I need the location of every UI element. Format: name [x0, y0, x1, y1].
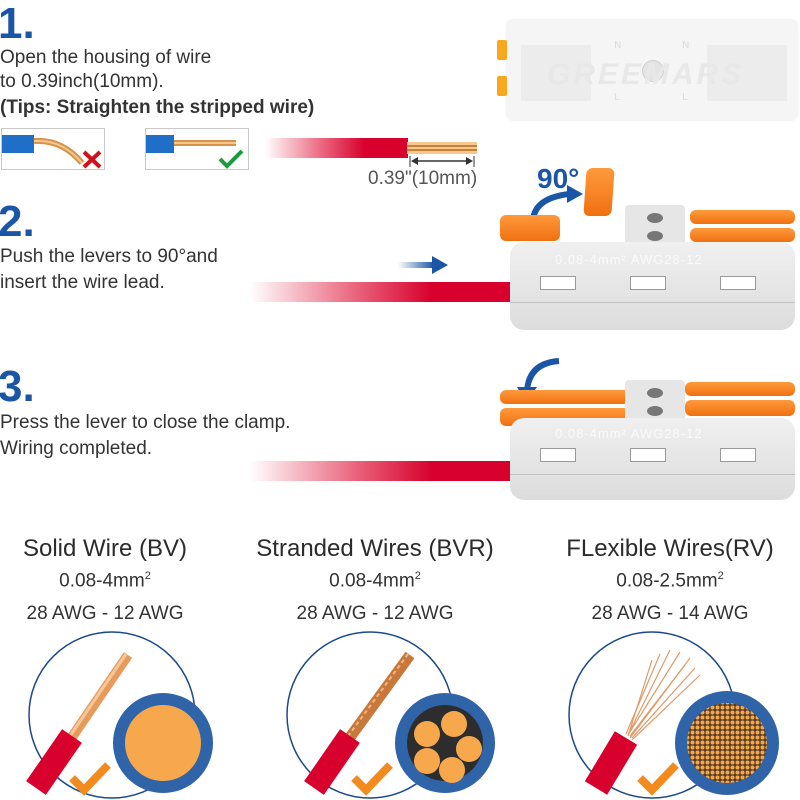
- area-superscript: 2: [717, 570, 724, 582]
- housing-panel-right: [707, 45, 787, 101]
- step-1-line-1: Open the housing of wire: [0, 47, 212, 68]
- straight-wire-example: [145, 128, 249, 170]
- wire-insulation: [265, 138, 408, 158]
- step-2-line-1: Push the levers to 90°and: [0, 246, 218, 267]
- lever-right-top: [690, 210, 795, 224]
- wire-type-awg: 28 AWG - 12 AWG: [26, 603, 184, 624]
- raised-lever: [583, 168, 615, 216]
- wire-type-area: 0.08-4mm2: [225, 570, 525, 592]
- area-value: 0.08-4mm: [59, 570, 145, 592]
- lever-tab: [497, 40, 507, 60]
- step-1-line-2: to 0.39inch(10mm).: [0, 71, 164, 92]
- center-hole: [642, 60, 664, 82]
- lever-right-bottom: [690, 228, 795, 242]
- wire-type-title: Solid Wire (BV): [22, 535, 188, 562]
- step-3-number: 3.: [0, 362, 35, 411]
- center-block: [625, 380, 685, 425]
- wire-type-title: Stranded Wires (BVR): [256, 535, 494, 562]
- housing-mark-l: L: [682, 92, 688, 103]
- check-icon: [218, 149, 244, 169]
- lever-right-bottom: [685, 400, 795, 416]
- connector-body: 0.08-4mm² AWG28-12: [510, 418, 795, 500]
- cross-icon: [82, 150, 102, 169]
- strip-length-label: 0.39"(10mm): [368, 168, 478, 189]
- housing-mark-n: N: [682, 40, 690, 51]
- wire-type-awg: 28 AWG - 14 AWG: [591, 603, 749, 624]
- lever-left-top: [500, 390, 630, 404]
- flexible-wire-illustration: [568, 631, 779, 799]
- area-value: 0.08-4mm: [329, 570, 415, 592]
- wire-type-area: 0.08-2.5mm2: [540, 570, 800, 592]
- connector-body: 0.08-4mm² AWG28-12: [510, 242, 795, 330]
- step-2-wire: [250, 282, 510, 302]
- housing-panel-left: [521, 45, 591, 101]
- bent-wire-example: [1, 128, 105, 170]
- step-1-number: 1.: [0, 0, 35, 48]
- step-3-line-2: Wiring completed.: [0, 438, 153, 459]
- brand-watermark: GREEMARS: [547, 58, 745, 91]
- step-1-tip: (Tips: Straighten the stripped wire): [0, 97, 315, 118]
- housing-mark-n: N: [614, 40, 622, 51]
- check-icon: [351, 762, 393, 796]
- stripped-copper-with-dimension: [407, 142, 477, 167]
- connector-top-view: GREEMARS N N L L: [497, 20, 797, 120]
- housing-mark-l: L: [614, 92, 620, 103]
- step-3-wire: [250, 461, 510, 481]
- solid-wire-illustration: [26, 631, 213, 799]
- lever-tab: [497, 76, 507, 96]
- check-icon: [69, 762, 111, 796]
- straight-wire-illustration: [146, 135, 244, 169]
- step-3-line-1: Press the lever to close the clamp.: [0, 412, 291, 433]
- spec-marking: 0.08-4mm² AWG28-12: [555, 252, 703, 267]
- spec-marking: 0.08-4mm² AWG28-12: [555, 426, 703, 441]
- insert-direction-arrow-icon: [398, 256, 448, 274]
- check-icon: [637, 762, 679, 796]
- stranded-wire-illustration: [286, 631, 495, 799]
- area-superscript: 2: [414, 570, 421, 582]
- area-superscript: 2: [144, 570, 151, 582]
- wire-type-title: FLexible Wires(RV): [566, 535, 774, 562]
- area-value: 0.08-2.5mm: [616, 570, 718, 592]
- step-2-line-2: insert the wire lead.: [0, 272, 165, 293]
- wire-type-area: 0.08-4mm2: [0, 570, 210, 592]
- bent-wire-illustration: [2, 135, 102, 169]
- wire-type-awg: 28 AWG - 12 AWG: [296, 603, 454, 624]
- lever-right-top: [685, 382, 795, 396]
- step-2-number: 2.: [0, 197, 35, 246]
- lever-left: [500, 215, 560, 241]
